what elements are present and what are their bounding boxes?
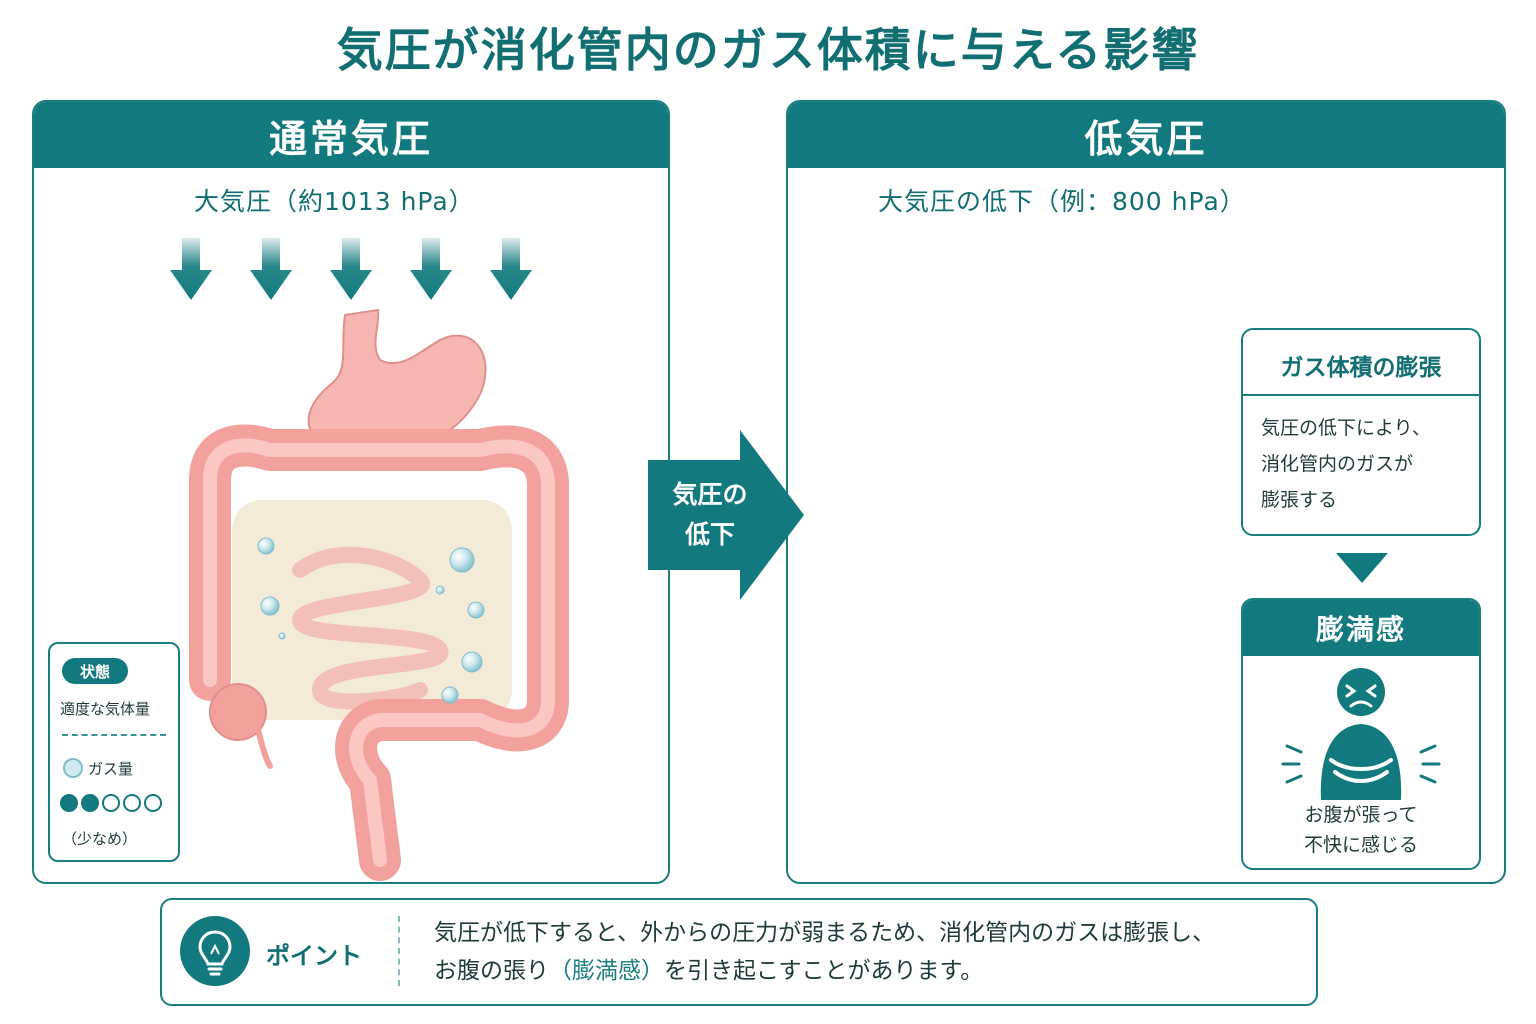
bloating-line1: お腹が張って xyxy=(1304,804,1418,826)
gas-level-indicator xyxy=(60,794,162,812)
point-label: ポイント xyxy=(266,942,362,970)
legend-divider xyxy=(62,734,166,736)
point-line2-highlight: （膨満感） xyxy=(549,958,664,984)
bloating-result-box: 膨満感 お腹が張って 不快に感じる xyxy=(1241,598,1481,870)
legend-gas-label: ガス量 xyxy=(88,760,134,778)
point-divider xyxy=(398,916,400,986)
legend-state: 適度な気体量 xyxy=(60,700,151,718)
level-dot-empty xyxy=(102,794,120,812)
callout-line1: 気圧の低下により、 xyxy=(1261,417,1431,439)
callout-divider xyxy=(1243,394,1479,396)
legend-badge: 状態 xyxy=(62,658,128,684)
level-dot-filled xyxy=(81,794,99,812)
state-legend: 状態 適度な気体量 ガス量 （少なめ） xyxy=(48,642,180,862)
callout-line2: 消化管内のガスが xyxy=(1261,453,1414,475)
down-arrow-icon xyxy=(250,238,292,300)
normal-intestine-illustration xyxy=(189,308,570,881)
pressure-drop-line2: 低下 xyxy=(684,520,735,549)
point-line2-after: を引き起こすことがあります。 xyxy=(664,958,984,984)
person-stomach-pain-icon xyxy=(1281,668,1441,800)
low-pressure-header: 低気圧 xyxy=(788,102,1504,168)
down-arrow-icon xyxy=(170,238,212,300)
lightbulb-icon xyxy=(180,916,250,986)
pressure-drop-arrow: 気圧の 低下 xyxy=(648,430,804,600)
normal-pressure-label: 大気圧（約1013 hPa） xyxy=(194,187,475,216)
bloating-line2: 不快に感じる xyxy=(1303,834,1418,856)
level-dot-empty xyxy=(144,794,162,812)
normal-pressure-header: 通常気圧 xyxy=(34,102,668,168)
gas-expansion-callout: ガス体積の膨張 気圧の低下により、 消化管内のガスが 膨張する xyxy=(1241,328,1481,536)
callout-line3: 膨張する xyxy=(1261,489,1338,511)
pressure-drop-line1: 気圧の xyxy=(672,480,748,509)
down-arrow-icon xyxy=(490,238,532,300)
point-box: ポイント 気圧が低下すると、外からの圧力が弱まるため、消化管内のガスは膨張し、 … xyxy=(160,898,1318,1006)
down-triangle-icon xyxy=(1336,553,1388,583)
level-dot-filled xyxy=(60,794,78,812)
callout-title: ガス体積の膨張 xyxy=(1280,355,1442,381)
page-title: 気圧が消化管内のガス体積に与える影響 xyxy=(336,23,1200,77)
right-arrow-icon xyxy=(648,430,804,600)
bloating-title: 膨満感 xyxy=(1243,600,1479,656)
point-line2-before: お腹の張り xyxy=(434,958,549,984)
point-line1: 気圧が低下すると、外からの圧力が弱まるため、消化管内のガスは膨張し、 xyxy=(434,920,1216,946)
bubble-icon xyxy=(257,537,485,704)
down-arrow-icon xyxy=(330,238,372,300)
low-pressure-label: 大気圧の低下（例：800 hPa） xyxy=(878,187,1246,216)
down-arrow-icon xyxy=(410,238,452,300)
legend-level-note: （少なめ） xyxy=(62,830,138,848)
bubble-icon xyxy=(63,758,83,778)
level-dot-empty xyxy=(123,794,141,812)
